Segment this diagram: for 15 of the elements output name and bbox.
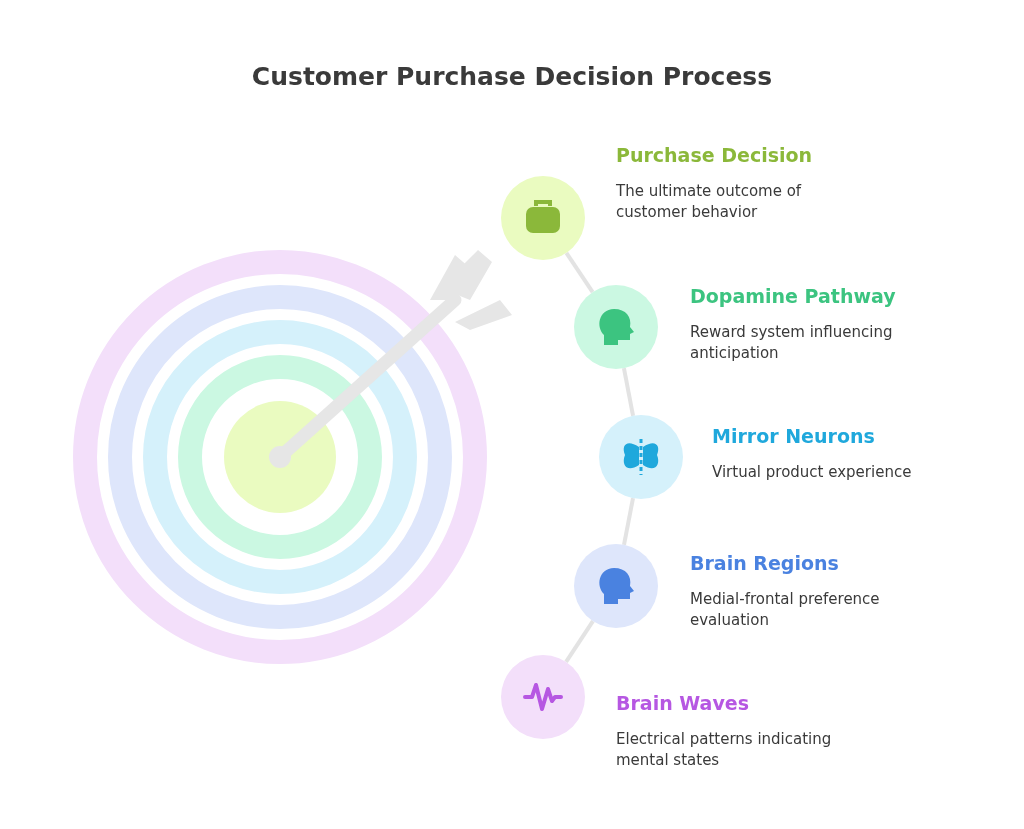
step-heading: Brain Regions: [690, 552, 839, 574]
step-description: Medial-frontal preference evaluation: [690, 589, 881, 631]
step-description: Electrical patterns indicating mental states: [616, 729, 833, 771]
connector-line: [621, 367, 636, 417]
step-heading: Purchase Decision: [616, 144, 813, 166]
diagram-title: Customer Purchase Decision Process: [250, 62, 774, 91]
connector-line: [564, 251, 595, 294]
connector-line: [622, 497, 635, 546]
step-heading: Brain Waves: [616, 692, 749, 714]
connector-line: [564, 620, 595, 663]
step-description: Reward system influencing anticipation: [690, 322, 894, 364]
step-heading: Dopamine Pathway: [690, 285, 896, 307]
step-description: The ultimate outcome of customer behavior: [616, 181, 803, 223]
step-heading: Mirror Neurons: [712, 425, 875, 447]
step-description: Virtual product experience: [712, 462, 913, 483]
